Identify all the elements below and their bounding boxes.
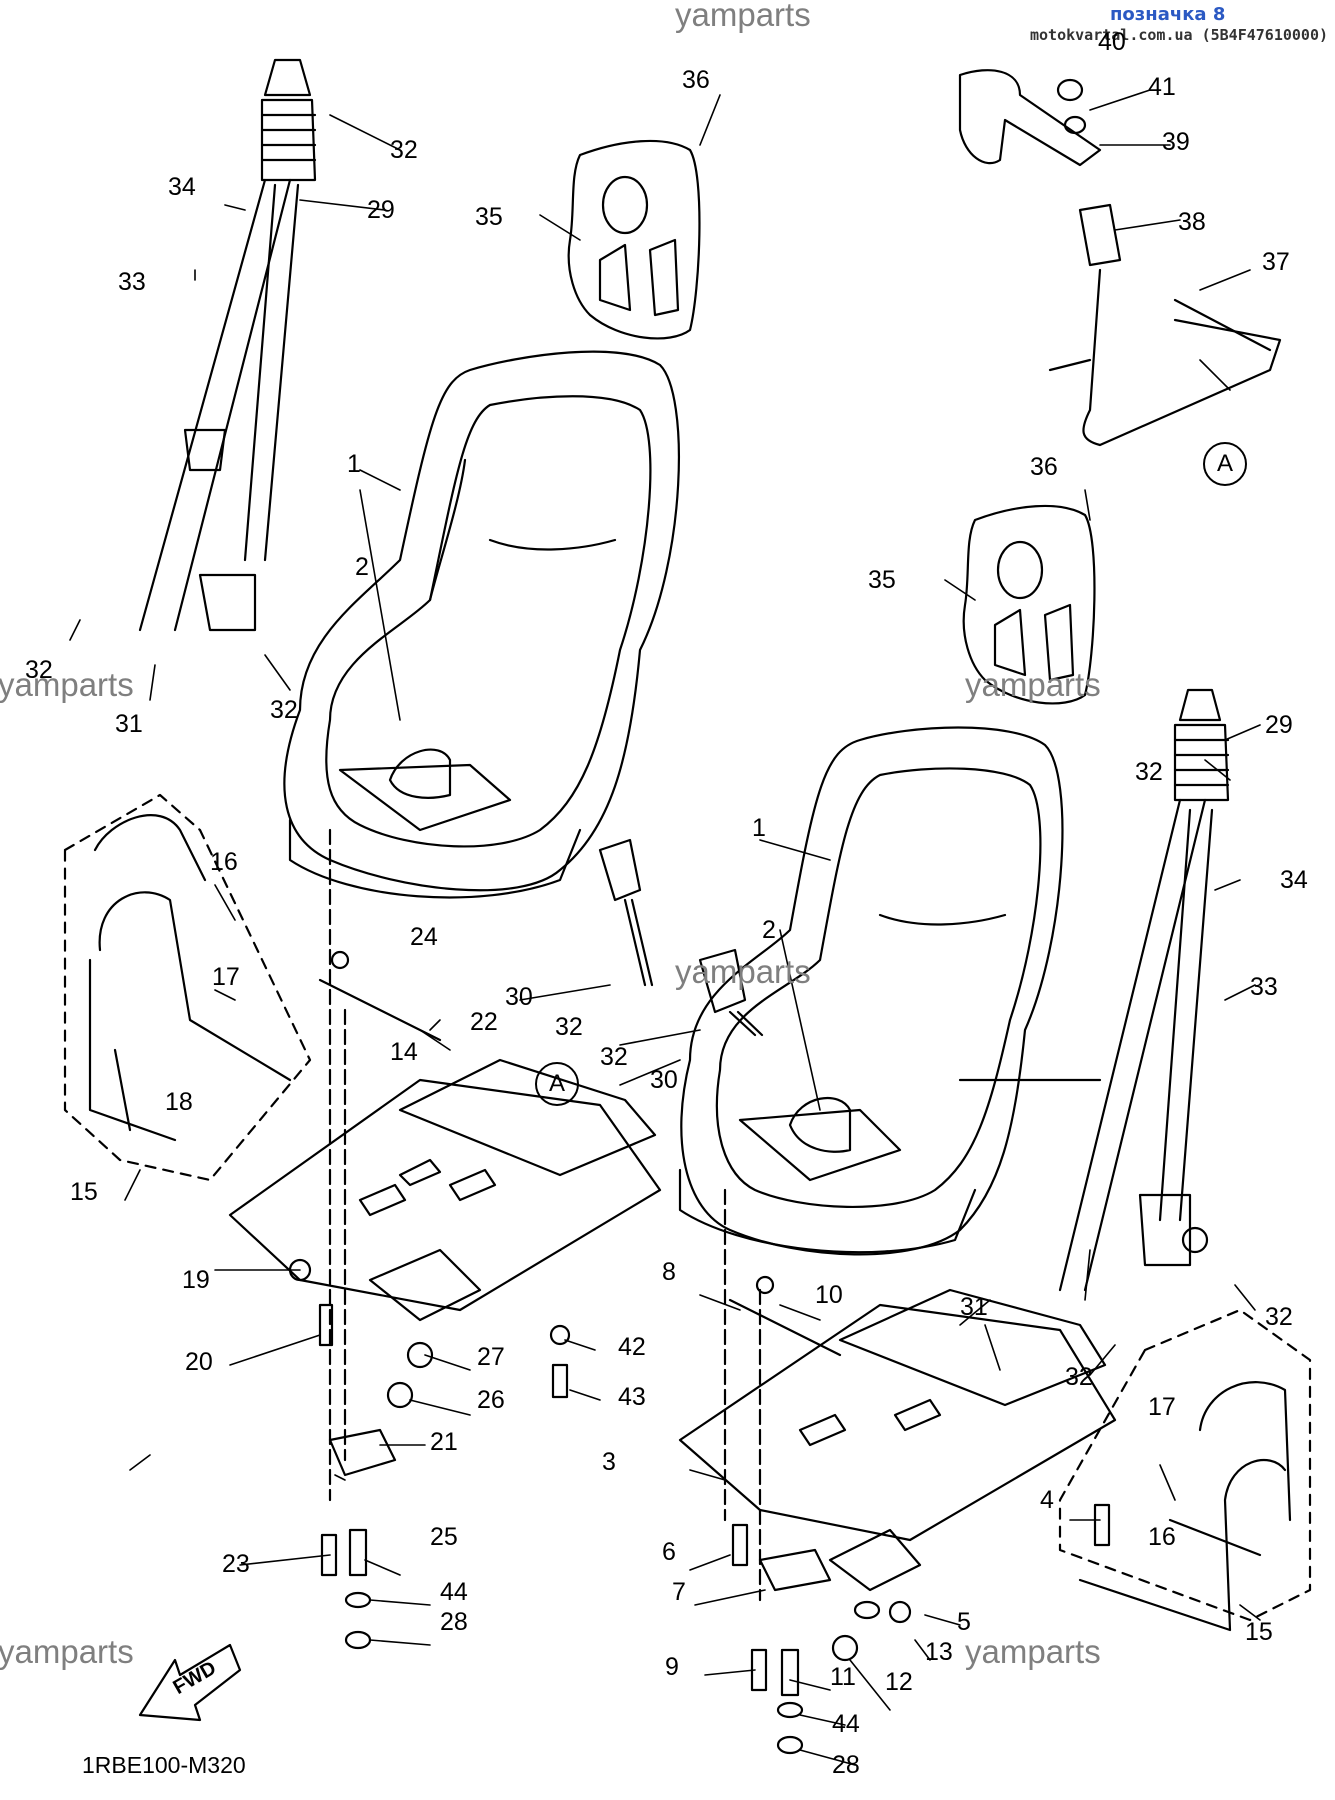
callout-35: 35 [475, 203, 503, 231]
callout-6: 6 [662, 1538, 676, 1566]
callout-15: 15 [1245, 1618, 1273, 1646]
callout-17: 17 [1148, 1393, 1176, 1421]
callout-32: 32 [600, 1043, 628, 1071]
callout-10: 10 [815, 1281, 843, 1309]
handle-right [1058, 1308, 1312, 1632]
callout-40: 40 [1098, 28, 1126, 56]
header-title: позначка 8 [1110, 4, 1226, 25]
hardware [288, 828, 1111, 1755]
callout-22: 22 [470, 1008, 498, 1036]
callout-24: 24 [410, 923, 438, 951]
callout-32: 32 [270, 696, 298, 724]
seat-left [283, 350, 680, 899]
buckle-left [598, 838, 654, 987]
diagram-code: 1RBE100-M320 [82, 1752, 246, 1778]
callout-28: 28 [832, 1751, 860, 1779]
watermark: yamparts [965, 666, 1101, 703]
callout-31: 31 [960, 1293, 988, 1321]
callout-27: 27 [477, 1343, 505, 1371]
fwd-arrow [138, 1643, 242, 1722]
callout-35: 35 [868, 566, 896, 594]
callout-8: 8 [662, 1258, 676, 1286]
callout-26: 26 [477, 1386, 505, 1414]
callout-3: 3 [602, 1448, 616, 1476]
callout-41: 41 [1148, 73, 1176, 101]
callout-44: 44 [440, 1578, 468, 1606]
callout-4: 4 [1040, 1486, 1054, 1514]
reference-mark-a: A [535, 1062, 579, 1106]
seatbelt-right [1058, 688, 1230, 1292]
leader-lines [69, 89, 1261, 1766]
callout-13: 13 [925, 1638, 953, 1666]
seat-right [678, 726, 1064, 1256]
callout-32: 32 [25, 656, 53, 684]
callout-2: 2 [355, 553, 369, 581]
callout-9: 9 [665, 1653, 679, 1681]
callout-36: 36 [682, 66, 710, 94]
callout-34: 34 [1280, 866, 1308, 894]
callout-25: 25 [430, 1523, 458, 1551]
callout-21: 21 [430, 1428, 458, 1456]
callout-18: 18 [165, 1088, 193, 1116]
watermark: yamparts [675, 0, 811, 33]
callout-38: 38 [1178, 208, 1206, 236]
callout-33: 33 [1250, 973, 1278, 1001]
callout-30: 30 [650, 1066, 678, 1094]
callout-32: 32 [1135, 758, 1163, 786]
watermark: yamparts [0, 1633, 134, 1670]
watermark: yamparts [675, 953, 811, 990]
callout-14: 14 [390, 1038, 418, 1066]
callout-16: 16 [210, 848, 238, 876]
callout-11: 11 [830, 1663, 856, 1691]
seatbelt-left [138, 58, 317, 632]
callout-1: 1 [752, 814, 766, 842]
callout-15: 15 [70, 1178, 98, 1206]
callout-36: 36 [1030, 453, 1058, 481]
buckle-right [698, 948, 764, 1037]
callout-1: 1 [347, 450, 361, 478]
callout-5: 5 [957, 1608, 971, 1636]
callout-23: 23 [222, 1550, 250, 1578]
callout-29: 29 [1265, 711, 1293, 739]
callout-33: 33 [118, 268, 146, 296]
handle-left [63, 793, 312, 1182]
header-site: motokvartal.com.ua (5B4F47610000) [1030, 26, 1329, 44]
callout-16: 16 [1148, 1523, 1176, 1551]
headrest-lower [962, 504, 1096, 705]
callout-31: 31 [115, 710, 143, 738]
callout-32: 32 [555, 1013, 583, 1041]
seat-frame-right [678, 1288, 1117, 1592]
callout-12: 12 [885, 1668, 913, 1696]
callout-2: 2 [762, 916, 776, 944]
callout-32: 32 [1065, 1363, 1093, 1391]
seat-frame-left [228, 1058, 662, 1322]
callout-44: 44 [832, 1710, 860, 1738]
callout-17: 17 [212, 963, 240, 991]
callout-43: 43 [618, 1383, 646, 1411]
headrest-upper [567, 139, 701, 340]
callout-39: 39 [1162, 128, 1190, 156]
callout-34: 34 [168, 173, 196, 201]
callout-28: 28 [440, 1608, 468, 1636]
callout-32: 32 [1265, 1303, 1293, 1331]
callout-29: 29 [367, 196, 395, 224]
callout-32: 32 [390, 136, 418, 164]
watermark: yamparts [0, 666, 134, 703]
callout-20: 20 [185, 1348, 213, 1376]
callout-42: 42 [618, 1333, 646, 1361]
callout-30: 30 [505, 983, 533, 1011]
armrest-assembly [958, 69, 1282, 447]
callout-37: 37 [1262, 248, 1290, 276]
callout-7: 7 [672, 1578, 686, 1606]
callout-19: 19 [182, 1266, 210, 1294]
watermark: yamparts [965, 1633, 1101, 1670]
reference-mark-a: A [1203, 442, 1247, 486]
